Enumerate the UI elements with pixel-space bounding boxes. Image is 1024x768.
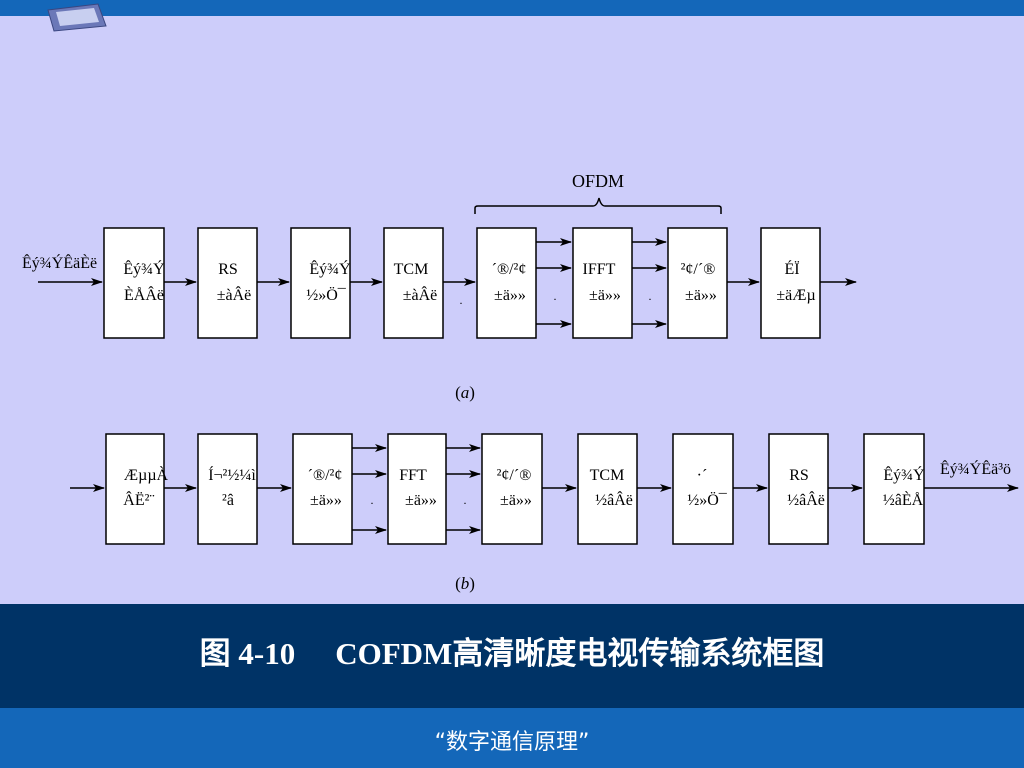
block-upconverter xyxy=(760,227,821,339)
block-label: ½»Ö¯ xyxy=(306,286,347,304)
block-deinterleaver xyxy=(672,433,734,545)
block-rs-encoder xyxy=(197,227,258,339)
output-label: Êý¾ÝÊä³ö xyxy=(940,459,1011,478)
ellipsis-mark: · xyxy=(553,292,557,306)
block-label: ÂË²¨ xyxy=(123,490,154,509)
block-scrambler xyxy=(103,227,165,339)
block-tcm-decoder xyxy=(577,433,638,545)
block-label: ±ä»» xyxy=(685,287,717,304)
block-descrambler xyxy=(863,433,925,545)
logo-icon xyxy=(47,3,107,32)
block-label: ´®/²¢ xyxy=(492,261,527,278)
block-label: ±ä»» xyxy=(494,287,526,304)
block-label: Êý¾Ý xyxy=(309,259,351,278)
block-label: RS xyxy=(789,467,809,484)
block-label: ²¢/´® xyxy=(681,261,716,278)
block-tcm-encoder xyxy=(383,227,444,339)
block-label: ±äÆµ xyxy=(776,287,815,304)
block-label: Êý¾Ý xyxy=(883,465,925,484)
block-label: ½âÂë xyxy=(595,490,633,509)
input-label: Êý¾ÝÊäÈë xyxy=(22,253,97,272)
block-label: FFT xyxy=(399,467,427,484)
block-label: ½âÂë xyxy=(787,490,825,509)
ellipsis-mark: · xyxy=(648,292,652,306)
row-a: · · · Êý¾ÝÊäÈë Êý¾Ý ÈÅÂë RS ±àÂë Êý¾Ý ½»… xyxy=(22,227,857,402)
caption-band xyxy=(0,604,1024,708)
top-bar xyxy=(0,0,1024,16)
block-label: ±àÂë xyxy=(403,285,438,304)
block-rs-decoder xyxy=(768,433,829,545)
block-label: ÆµµÀ xyxy=(124,465,169,484)
block-label: ²â xyxy=(222,492,234,509)
block-interleaver xyxy=(290,227,351,339)
figure-caption: 图 4-10 COFDM高清晰度电视传输系统框图 xyxy=(0,628,1024,673)
cofdm-block-diagram: OFDM · · · Êý¾ÝÊäÈë Êý¾Ý ÈÅÂë RS ±àÂë Êý… xyxy=(22,171,1019,593)
block-serial-parallel xyxy=(476,227,537,339)
block-label: TCM xyxy=(394,261,429,278)
block-label: ½»Ö¯ xyxy=(687,491,728,509)
block-label: TCM xyxy=(590,467,625,484)
block-label: ±ä»» xyxy=(500,492,532,509)
block-label: ·´ xyxy=(697,467,708,484)
block-label: Í¬²½¼ì xyxy=(208,465,256,484)
block-label: Êý¾Ý xyxy=(123,259,165,278)
block-label: ²¢/´® xyxy=(497,467,532,484)
figure-title: COFDM高清晰度电视传输系统框图 xyxy=(335,636,825,671)
row-b: · · ÆµµÀ ÂË²¨ Í¬²½¼ì ²â ´®/²¢ ±ä»» FFT ±… xyxy=(70,433,1019,593)
block-ifft xyxy=(572,227,633,339)
block-serial-parallel xyxy=(292,433,353,545)
block-label: ±ä»» xyxy=(405,492,437,509)
ofdm-label: OFDM xyxy=(572,171,624,191)
block-label: ´®/²¢ xyxy=(308,467,343,484)
block-label: ÈÅÂë xyxy=(124,285,164,304)
block-label: ½âÈÅ xyxy=(883,490,924,509)
block-fft xyxy=(387,433,447,545)
ellipsis-mark: · xyxy=(463,496,467,510)
block-label: IFFT xyxy=(583,261,616,278)
block-parallel-serial xyxy=(481,433,543,545)
block-parallel-serial xyxy=(667,227,728,339)
block-sync-detect xyxy=(197,433,258,545)
block-label: ±àÂë xyxy=(217,285,252,304)
course-title: “数字通信原理” xyxy=(434,730,590,755)
block-label: ±ä»» xyxy=(589,287,621,304)
figure-number: 图 4-10 xyxy=(199,636,296,671)
footer-bar xyxy=(0,708,1024,768)
block-channel-filter xyxy=(105,433,165,545)
subfigure-label-b: (b) xyxy=(455,574,475,593)
ellipsis-mark: · xyxy=(459,296,463,310)
block-label: RS xyxy=(218,261,238,278)
ofdm-brace xyxy=(474,197,722,214)
subfigure-label-a: (a) xyxy=(455,383,475,402)
block-label: ÉÏ xyxy=(784,259,799,278)
ellipsis-mark: · xyxy=(370,496,374,510)
block-label: ±ä»» xyxy=(310,492,342,509)
